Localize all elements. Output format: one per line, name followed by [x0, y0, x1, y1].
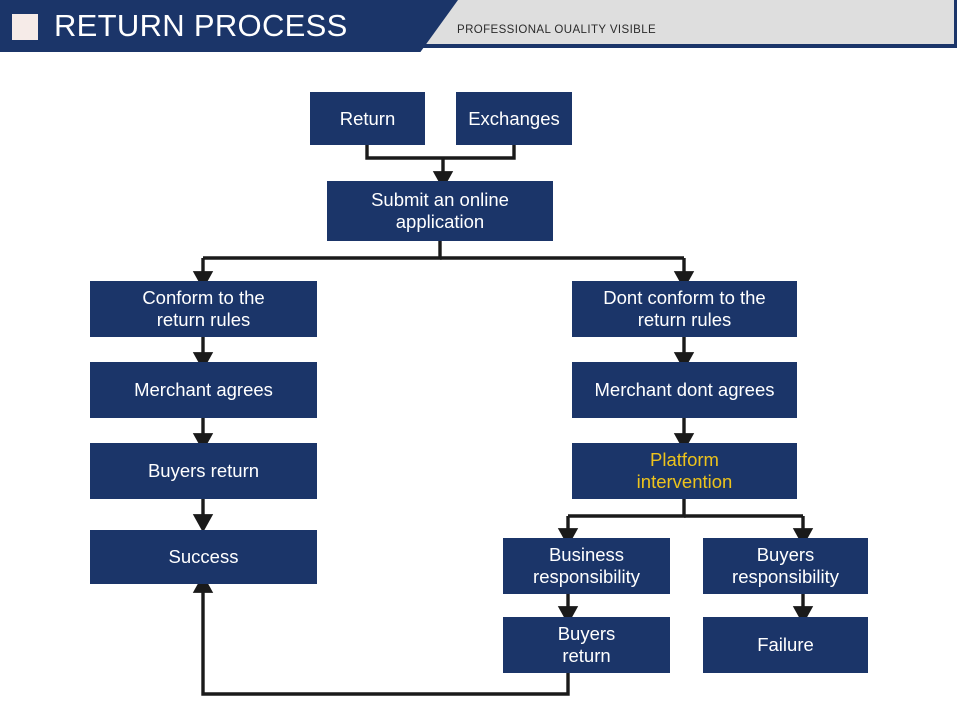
node-return[interactable]: Return [310, 92, 425, 145]
header-navy-panel [0, 0, 458, 52]
node-exchanges[interactable]: Exchanges [456, 92, 572, 145]
page-title: RETURN PROCESS [54, 8, 348, 43]
header-subtitle: PROFESSIONAL OUALITY VISIBLE [457, 24, 657, 36]
node-failure[interactable]: Failure [703, 617, 868, 673]
node-merchant-agrees[interactable]: Merchant agrees [90, 362, 317, 418]
square-icon [12, 14, 38, 40]
node-business-responsibility[interactable]: Business responsibility [503, 538, 670, 594]
flowchart-canvas: Return Exchanges Submit an online applic… [0, 53, 960, 720]
node-platform-intervention[interactable]: Platform intervention [572, 443, 797, 499]
connector-layer [192, 145, 814, 696]
page-header: RETURN PROCESS PROFESSIONAL OUALITY VISI… [0, 0, 960, 53]
node-buyers-responsibility[interactable]: Buyers responsibility [703, 538, 868, 594]
node-merchant-dont-agrees[interactable]: Merchant dont agrees [572, 362, 797, 418]
edge-return-to-submit [365, 145, 443, 160]
node-buyers-return-bottom[interactable]: Buyers return [503, 617, 670, 673]
node-buyers-return-left[interactable]: Buyers return [90, 443, 317, 499]
edge-platform-split-left [568, 499, 686, 518]
edge-submit-split-left [203, 241, 442, 260]
node-conform-to-return-rules[interactable]: Conform to the return rules [90, 281, 317, 337]
node-dont-conform-to-return-rules[interactable]: Dont conform to the return rules [572, 281, 797, 337]
node-submit-online-application[interactable]: Submit an online application [327, 181, 553, 241]
edge-buyers-return-bottom-to-success [192, 574, 570, 696]
edge-exchanges-to-submit [443, 145, 516, 160]
node-success[interactable]: Success [90, 530, 317, 584]
